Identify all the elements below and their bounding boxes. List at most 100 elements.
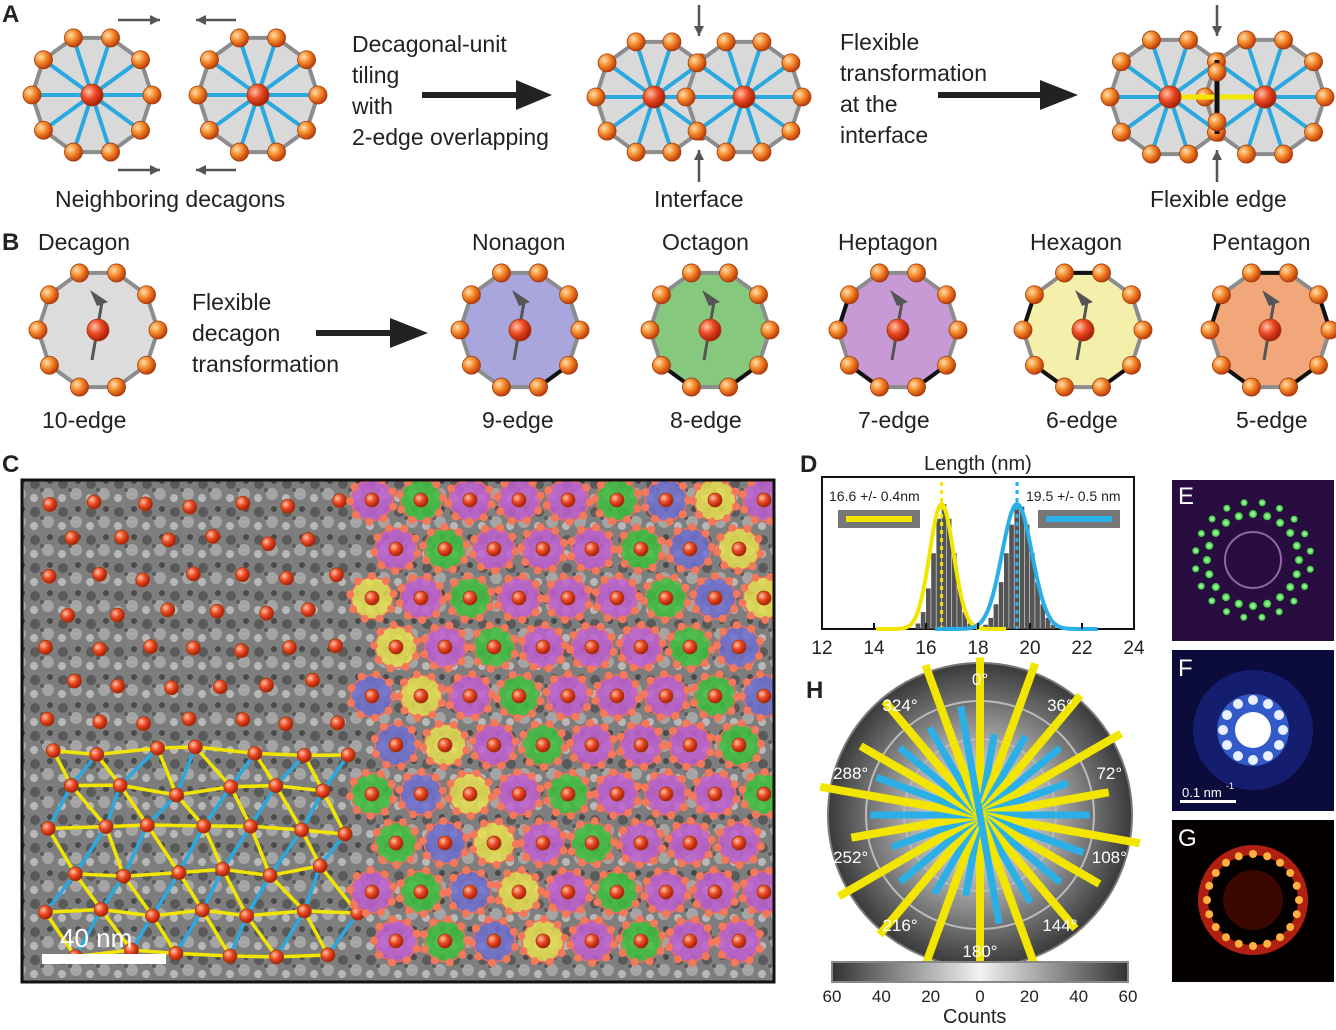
atom — [112, 777, 128, 793]
polar-bar — [960, 724, 984, 816]
atom — [633, 737, 649, 753]
atom — [92, 566, 108, 582]
atom — [511, 786, 527, 802]
atom — [658, 884, 674, 900]
panel-g-letter: G — [1178, 825, 1197, 852]
atom — [570, 320, 590, 340]
atom — [388, 835, 404, 851]
hist-bar — [1040, 604, 1046, 629]
atom — [597, 53, 617, 73]
atom — [67, 673, 82, 689]
atom — [658, 688, 674, 704]
atom — [756, 590, 772, 606]
fit-curve-1 — [876, 502, 1007, 631]
atom — [749, 355, 768, 375]
atom — [1092, 263, 1111, 283]
atom — [559, 355, 578, 375]
atom — [235, 712, 251, 727]
atom — [186, 566, 201, 582]
atom — [337, 826, 353, 842]
atom — [196, 818, 212, 834]
atom — [188, 85, 208, 105]
atom — [731, 933, 747, 949]
atom — [462, 492, 478, 508]
atom — [39, 711, 55, 727]
atom — [511, 688, 527, 704]
atom — [64, 530, 80, 546]
atom — [364, 786, 380, 802]
atom — [1274, 30, 1293, 50]
atom — [1179, 144, 1198, 164]
atom — [1092, 377, 1111, 397]
atom — [560, 786, 576, 802]
histogram-frame — [821, 476, 1135, 630]
atom — [937, 285, 956, 305]
atom — [222, 948, 238, 964]
atom — [64, 28, 83, 48]
octagon-edges: 8-edge — [670, 407, 742, 433]
polar-histogram — [819, 657, 1141, 973]
atom — [131, 120, 150, 140]
peak2-label: 19.5 +/- 0.5 nm — [1026, 488, 1121, 504]
atom — [749, 285, 768, 305]
atom — [145, 908, 160, 924]
atom — [235, 495, 251, 511]
peak1-label: 16.6 +/- 0.4nm — [829, 488, 920, 504]
atom — [719, 377, 738, 397]
atom — [529, 377, 548, 397]
atom — [584, 835, 600, 851]
atom — [584, 639, 600, 655]
atom — [626, 32, 646, 52]
atom — [1274, 144, 1293, 164]
atom — [682, 541, 698, 557]
tem-image — [20, 478, 776, 984]
atom — [1112, 52, 1131, 72]
hist-bar — [962, 612, 968, 629]
d-tick-label: 22 — [1071, 638, 1092, 659]
atom — [268, 778, 284, 794]
angle-label: 144° — [1042, 916, 1077, 935]
atom — [633, 933, 649, 949]
atom — [560, 590, 576, 606]
atom — [1142, 30, 1161, 50]
atom — [315, 783, 331, 799]
atom — [756, 786, 772, 802]
decagon-edges: 10-edge — [42, 407, 126, 433]
octagon-title: Octagon — [662, 229, 749, 255]
atom — [364, 688, 380, 704]
atom — [148, 320, 168, 340]
atom — [282, 640, 297, 655]
hist-bar — [957, 588, 962, 629]
atom — [719, 263, 738, 283]
atom — [279, 570, 294, 586]
atom — [486, 737, 502, 753]
atom — [1237, 30, 1256, 50]
atom — [559, 285, 578, 305]
atom — [1122, 355, 1141, 375]
atom — [294, 822, 310, 838]
panel-b-letter: B — [2, 229, 19, 256]
hist-bar — [988, 617, 994, 629]
angle-label: 324° — [882, 696, 917, 715]
hist-bar — [1019, 506, 1025, 629]
hist-bar — [920, 612, 926, 629]
atom — [756, 884, 772, 900]
atom — [450, 320, 470, 340]
atom — [437, 737, 453, 753]
angle-label: 72° — [1096, 764, 1122, 783]
pentagon-edges: 5-edge — [1236, 407, 1308, 433]
atom — [535, 639, 551, 655]
atom — [1309, 355, 1328, 375]
atom — [609, 492, 625, 508]
atom — [511, 590, 527, 606]
atom — [34, 120, 53, 140]
histogram — [821, 476, 1135, 631]
panel-c-letter: C — [2, 451, 19, 478]
step2-line1: Flexible — [840, 29, 919, 55]
atom — [597, 121, 617, 141]
scalebar-f-exp: -1 — [1226, 781, 1234, 791]
atom — [181, 711, 197, 727]
counts-tick: 0 — [975, 987, 984, 1006]
d-tick-label: 24 — [1123, 638, 1145, 659]
